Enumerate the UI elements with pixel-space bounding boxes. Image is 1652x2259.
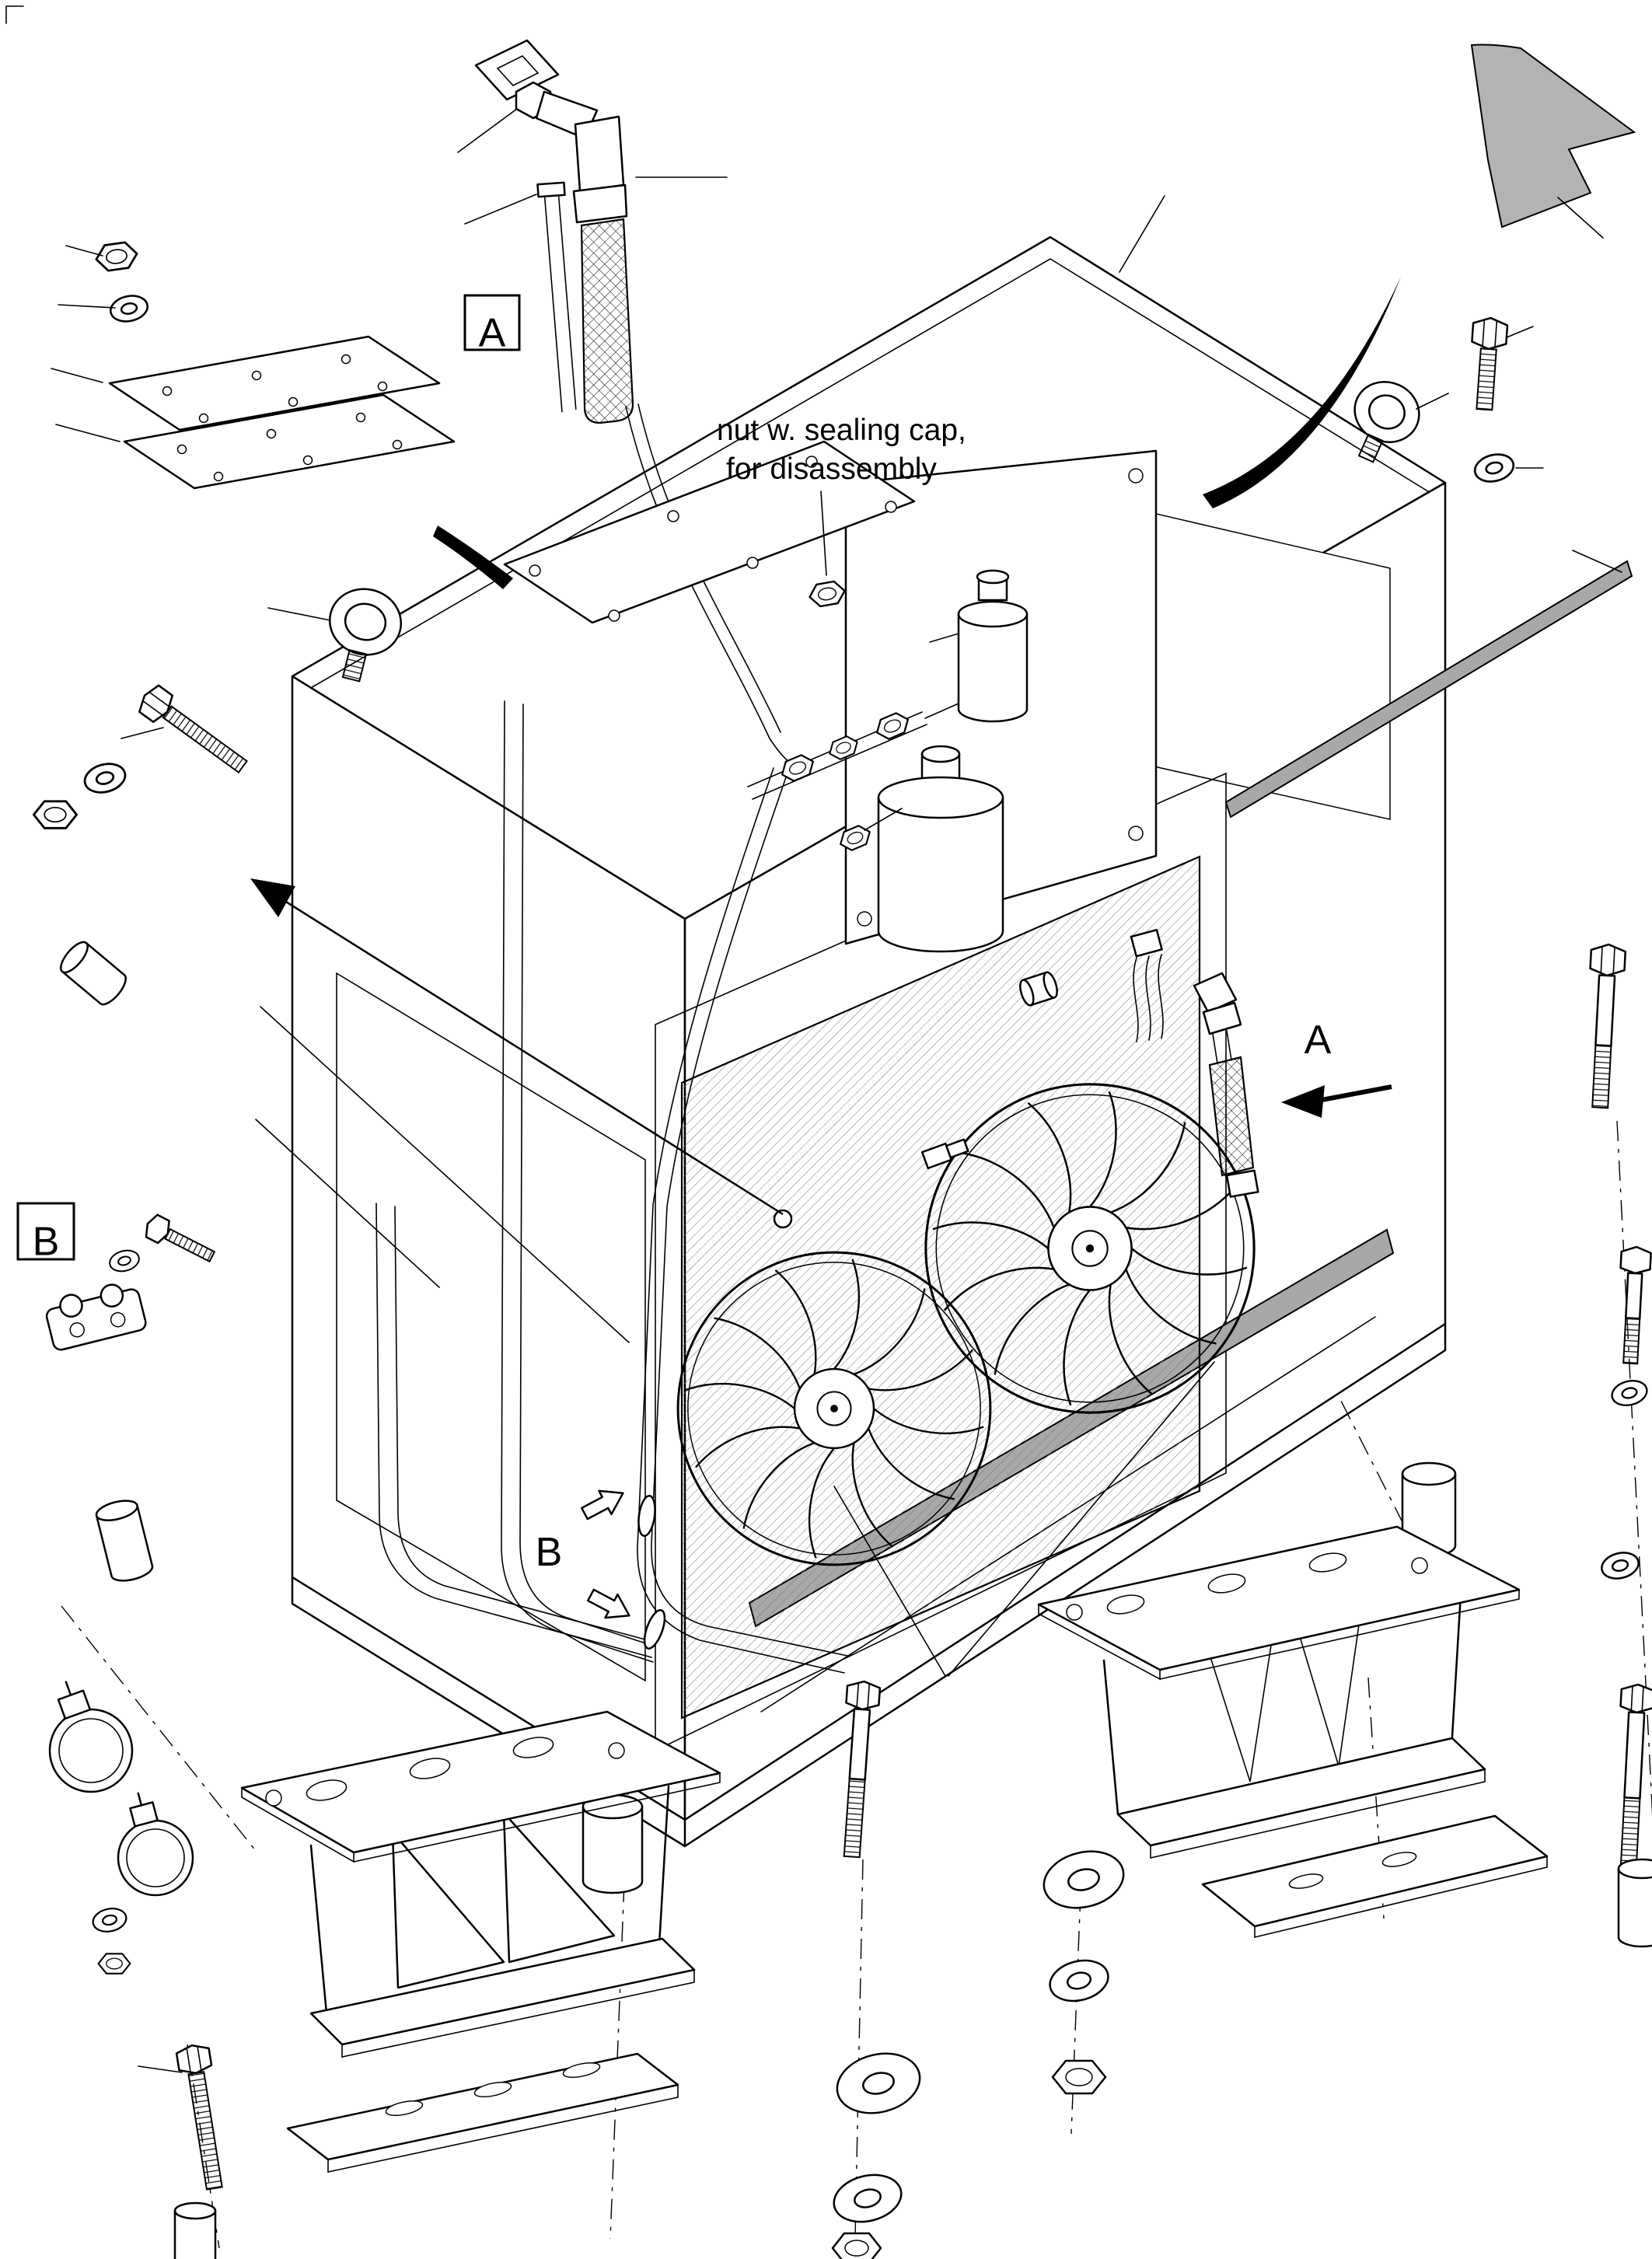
radiator-fan-assembly bbox=[678, 855, 1254, 1720]
spacer-sleeve bbox=[60, 941, 127, 1006]
braided-hose bbox=[580, 218, 634, 424]
upper-rail bbox=[1224, 560, 1633, 819]
flat-washer bbox=[1608, 1376, 1650, 1410]
large-washer bbox=[1043, 1850, 1125, 1909]
hex-bolt bbox=[138, 684, 248, 774]
radiator-hose-connector bbox=[920, 1138, 969, 1170]
long-arrow-icon bbox=[250, 878, 295, 917]
service-valve-fitting bbox=[1193, 972, 1259, 1198]
pipe-clamp-ring bbox=[637, 1494, 656, 1538]
hose-clamp bbox=[117, 1792, 194, 1897]
hex-bolt bbox=[1619, 1245, 1652, 1365]
hose-nut bbox=[572, 183, 628, 224]
detail-marker-b: B bbox=[16, 1202, 75, 1265]
hardware-left bbox=[32, 239, 403, 2259]
hardware-bottom bbox=[582, 1680, 1125, 2259]
fitting-body bbox=[574, 115, 625, 193]
dryer-panel-assembly bbox=[625, 403, 1164, 1042]
detail-b-label: B bbox=[33, 1220, 60, 1265]
hex-bolt bbox=[1471, 316, 1509, 411]
hex-bolt-long bbox=[843, 1680, 882, 1859]
bracket-foot bbox=[309, 1937, 696, 2046]
cover-plates bbox=[108, 335, 456, 490]
callout-b-label: B bbox=[536, 1530, 563, 1575]
callout-a: A bbox=[1281, 1018, 1392, 1118]
filter-dryer bbox=[929, 569, 1029, 723]
hex-bolt-long bbox=[1619, 1683, 1652, 1881]
hex-nut bbox=[831, 2232, 882, 2259]
lock-nut bbox=[32, 800, 79, 829]
flat-washer bbox=[1471, 449, 1518, 487]
detail-marker-a: A bbox=[463, 294, 521, 356]
flat-washer bbox=[107, 292, 152, 326]
sealing-cap bbox=[474, 39, 560, 101]
note-line-2: for disassembly bbox=[726, 452, 937, 486]
pipe-clamp-ring bbox=[643, 1609, 666, 1650]
fan-wiring bbox=[1130, 928, 1164, 1042]
gasket-plate bbox=[123, 393, 456, 490]
housing-bottom-flange bbox=[291, 1322, 1447, 1848]
detail-a-label: A bbox=[479, 311, 506, 356]
eye-bolt bbox=[328, 588, 403, 683]
hex-bolt bbox=[175, 2044, 223, 2191]
spacer-sleeve bbox=[1617, 1858, 1652, 1948]
hex-nut bbox=[1051, 2059, 1107, 2095]
arrow-a-icon bbox=[1281, 1085, 1325, 1118]
hex-nut bbox=[93, 239, 140, 274]
flat-washer bbox=[107, 1246, 142, 1276]
hex-bolt-long bbox=[1589, 943, 1627, 1109]
large-washer bbox=[836, 2052, 921, 2114]
bracket-foot bbox=[1116, 1737, 1486, 1847]
flat-washer bbox=[89, 1905, 130, 1936]
hose-clamp bbox=[48, 1681, 134, 1793]
flat-washer bbox=[80, 758, 130, 798]
corner-mark bbox=[5, 5, 24, 24]
flat-washer bbox=[1049, 1959, 1109, 2002]
leader-lines bbox=[51, 195, 1622, 2073]
capillary-lines bbox=[536, 181, 577, 413]
annotation-note: nut w. sealing cap, for disassembly bbox=[717, 414, 966, 609]
mounting-bracket-right bbox=[1037, 1525, 1521, 1859]
shadow-swoosh bbox=[433, 525, 513, 589]
callout-b: B bbox=[536, 1480, 637, 1629]
accumulator bbox=[836, 745, 1004, 953]
note-line-1: nut w. sealing cap, bbox=[717, 414, 966, 447]
hardware-right bbox=[1353, 316, 1652, 1948]
spacer-sleeve bbox=[173, 2201, 217, 2259]
pivot-bolt bbox=[773, 1209, 793, 1229]
cover-plate bbox=[108, 335, 441, 431]
eye-bolt bbox=[1353, 381, 1420, 463]
pipe-clamp-block bbox=[45, 1283, 147, 1351]
gray-flag-shape bbox=[1470, 44, 1636, 229]
left-face-opening bbox=[336, 972, 646, 1682]
clamp-bolt bbox=[145, 1213, 216, 1263]
grommet bbox=[1019, 971, 1058, 1007]
direction-arrows bbox=[250, 277, 1401, 1216]
coolant-pipes bbox=[375, 700, 848, 1674]
mounting-bracket-left bbox=[240, 1710, 721, 2058]
flat-washer bbox=[1598, 1548, 1643, 1583]
hex-nut bbox=[97, 1953, 131, 1974]
flat-washer bbox=[833, 2173, 903, 2223]
top-access-plate bbox=[433, 440, 916, 624]
hose-fitting-assembly bbox=[457, 39, 728, 424]
callout-a-label: A bbox=[1304, 1018, 1332, 1063]
shim-plate-left bbox=[286, 2052, 679, 2173]
rubber-buffer bbox=[582, 1793, 644, 1894]
spacer-sleeve bbox=[95, 1500, 154, 1582]
shim-plate-right bbox=[1201, 1814, 1549, 1939]
